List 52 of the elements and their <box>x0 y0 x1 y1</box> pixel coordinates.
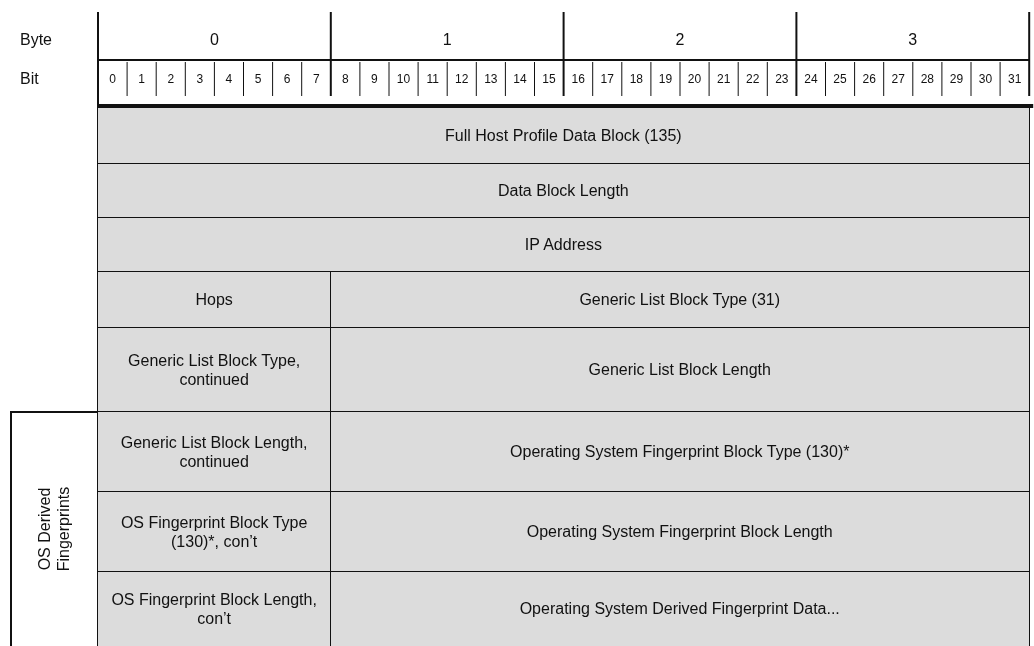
bit-number: 3 <box>195 70 205 88</box>
bracket-label: OS Derived Fingerprints <box>34 485 73 574</box>
bit-number: 20 <box>686 70 703 88</box>
bit-number: 29 <box>948 70 965 88</box>
bit-number: 30 <box>977 70 994 88</box>
bit-number: 18 <box>628 70 644 88</box>
bit-number: 5 <box>253 70 263 88</box>
bit-number: 4 <box>224 70 234 88</box>
bit-number: 13 <box>483 70 499 88</box>
row-header-label: Byte <box>20 30 53 51</box>
bit-number: 21 <box>715 70 732 88</box>
field-cell: Generic List Block Type, continued <box>97 327 332 413</box>
byte-number: 1 <box>441 30 453 51</box>
field-cell: Operating System Fingerprint Block Type (130)* <box>329 411 1030 493</box>
bit-number: 26 <box>861 70 877 88</box>
field-cell: Generic List Block Length, continued <box>97 411 332 493</box>
bit-number: 8 <box>341 70 350 88</box>
field-cell: Hops <box>97 271 332 329</box>
bit-number: 31 <box>1006 70 1023 88</box>
byte-number: 3 <box>907 30 919 51</box>
field-cell: OS Fingerprint Block Length, con’t <box>97 571 332 646</box>
bit-number: 28 <box>919 70 935 88</box>
bit-number: 24 <box>803 70 819 88</box>
byte-number: 0 <box>208 30 220 51</box>
row-header-label: Bit <box>20 69 40 90</box>
bit-number: 9 <box>370 70 379 88</box>
bit-number: 1 <box>137 70 146 88</box>
bit-number: 6 <box>282 70 292 88</box>
bit-number: 27 <box>890 70 906 88</box>
bit-number: 12 <box>454 70 470 88</box>
field-cell: Generic List Block Length <box>329 327 1030 413</box>
bit-number: 23 <box>774 70 790 88</box>
field-cell: Operating System Derived Fingerprint Data... <box>329 571 1030 646</box>
bit-number: 15 <box>541 70 557 88</box>
field-cell: Full Host Profile Data Block (135) <box>97 107 1030 165</box>
bit-number: 16 <box>570 70 586 88</box>
bit-number: 14 <box>512 70 528 88</box>
field-cell: Operating System Fingerprint Block Length <box>329 491 1030 573</box>
bit-number: 0 <box>108 70 117 88</box>
bit-number: 2 <box>166 70 176 88</box>
field-cell: Data Block Length <box>97 163 1030 219</box>
bit-number: 7 <box>311 70 321 88</box>
field-cell: OS Fingerprint Block Type (130)*, con’t <box>97 491 332 573</box>
field-cell: Generic List Block Type (31) <box>329 271 1030 329</box>
bit-number: 11 <box>425 70 440 88</box>
bit-number: 22 <box>745 70 761 88</box>
byte-number: 2 <box>674 30 686 51</box>
bit-number: 10 <box>395 70 412 88</box>
bit-number: 25 <box>832 70 848 88</box>
bit-number: 17 <box>599 70 615 88</box>
field-cell: IP Address <box>97 217 1030 273</box>
bit-number: 19 <box>657 70 674 88</box>
